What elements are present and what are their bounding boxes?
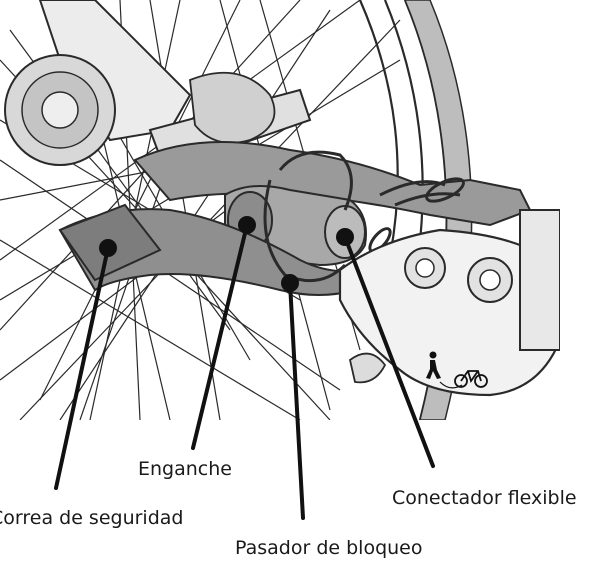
label-conector-flexible: Conectador flexible bbox=[392, 489, 577, 508]
label-enganche: Enganche bbox=[138, 460, 232, 479]
rear-cassette bbox=[5, 55, 115, 165]
label-pasador-de-bloqueo: Pasador de bloqueo bbox=[235, 539, 423, 558]
label-correa-de-seguridad: Correa de seguridad bbox=[0, 509, 183, 528]
